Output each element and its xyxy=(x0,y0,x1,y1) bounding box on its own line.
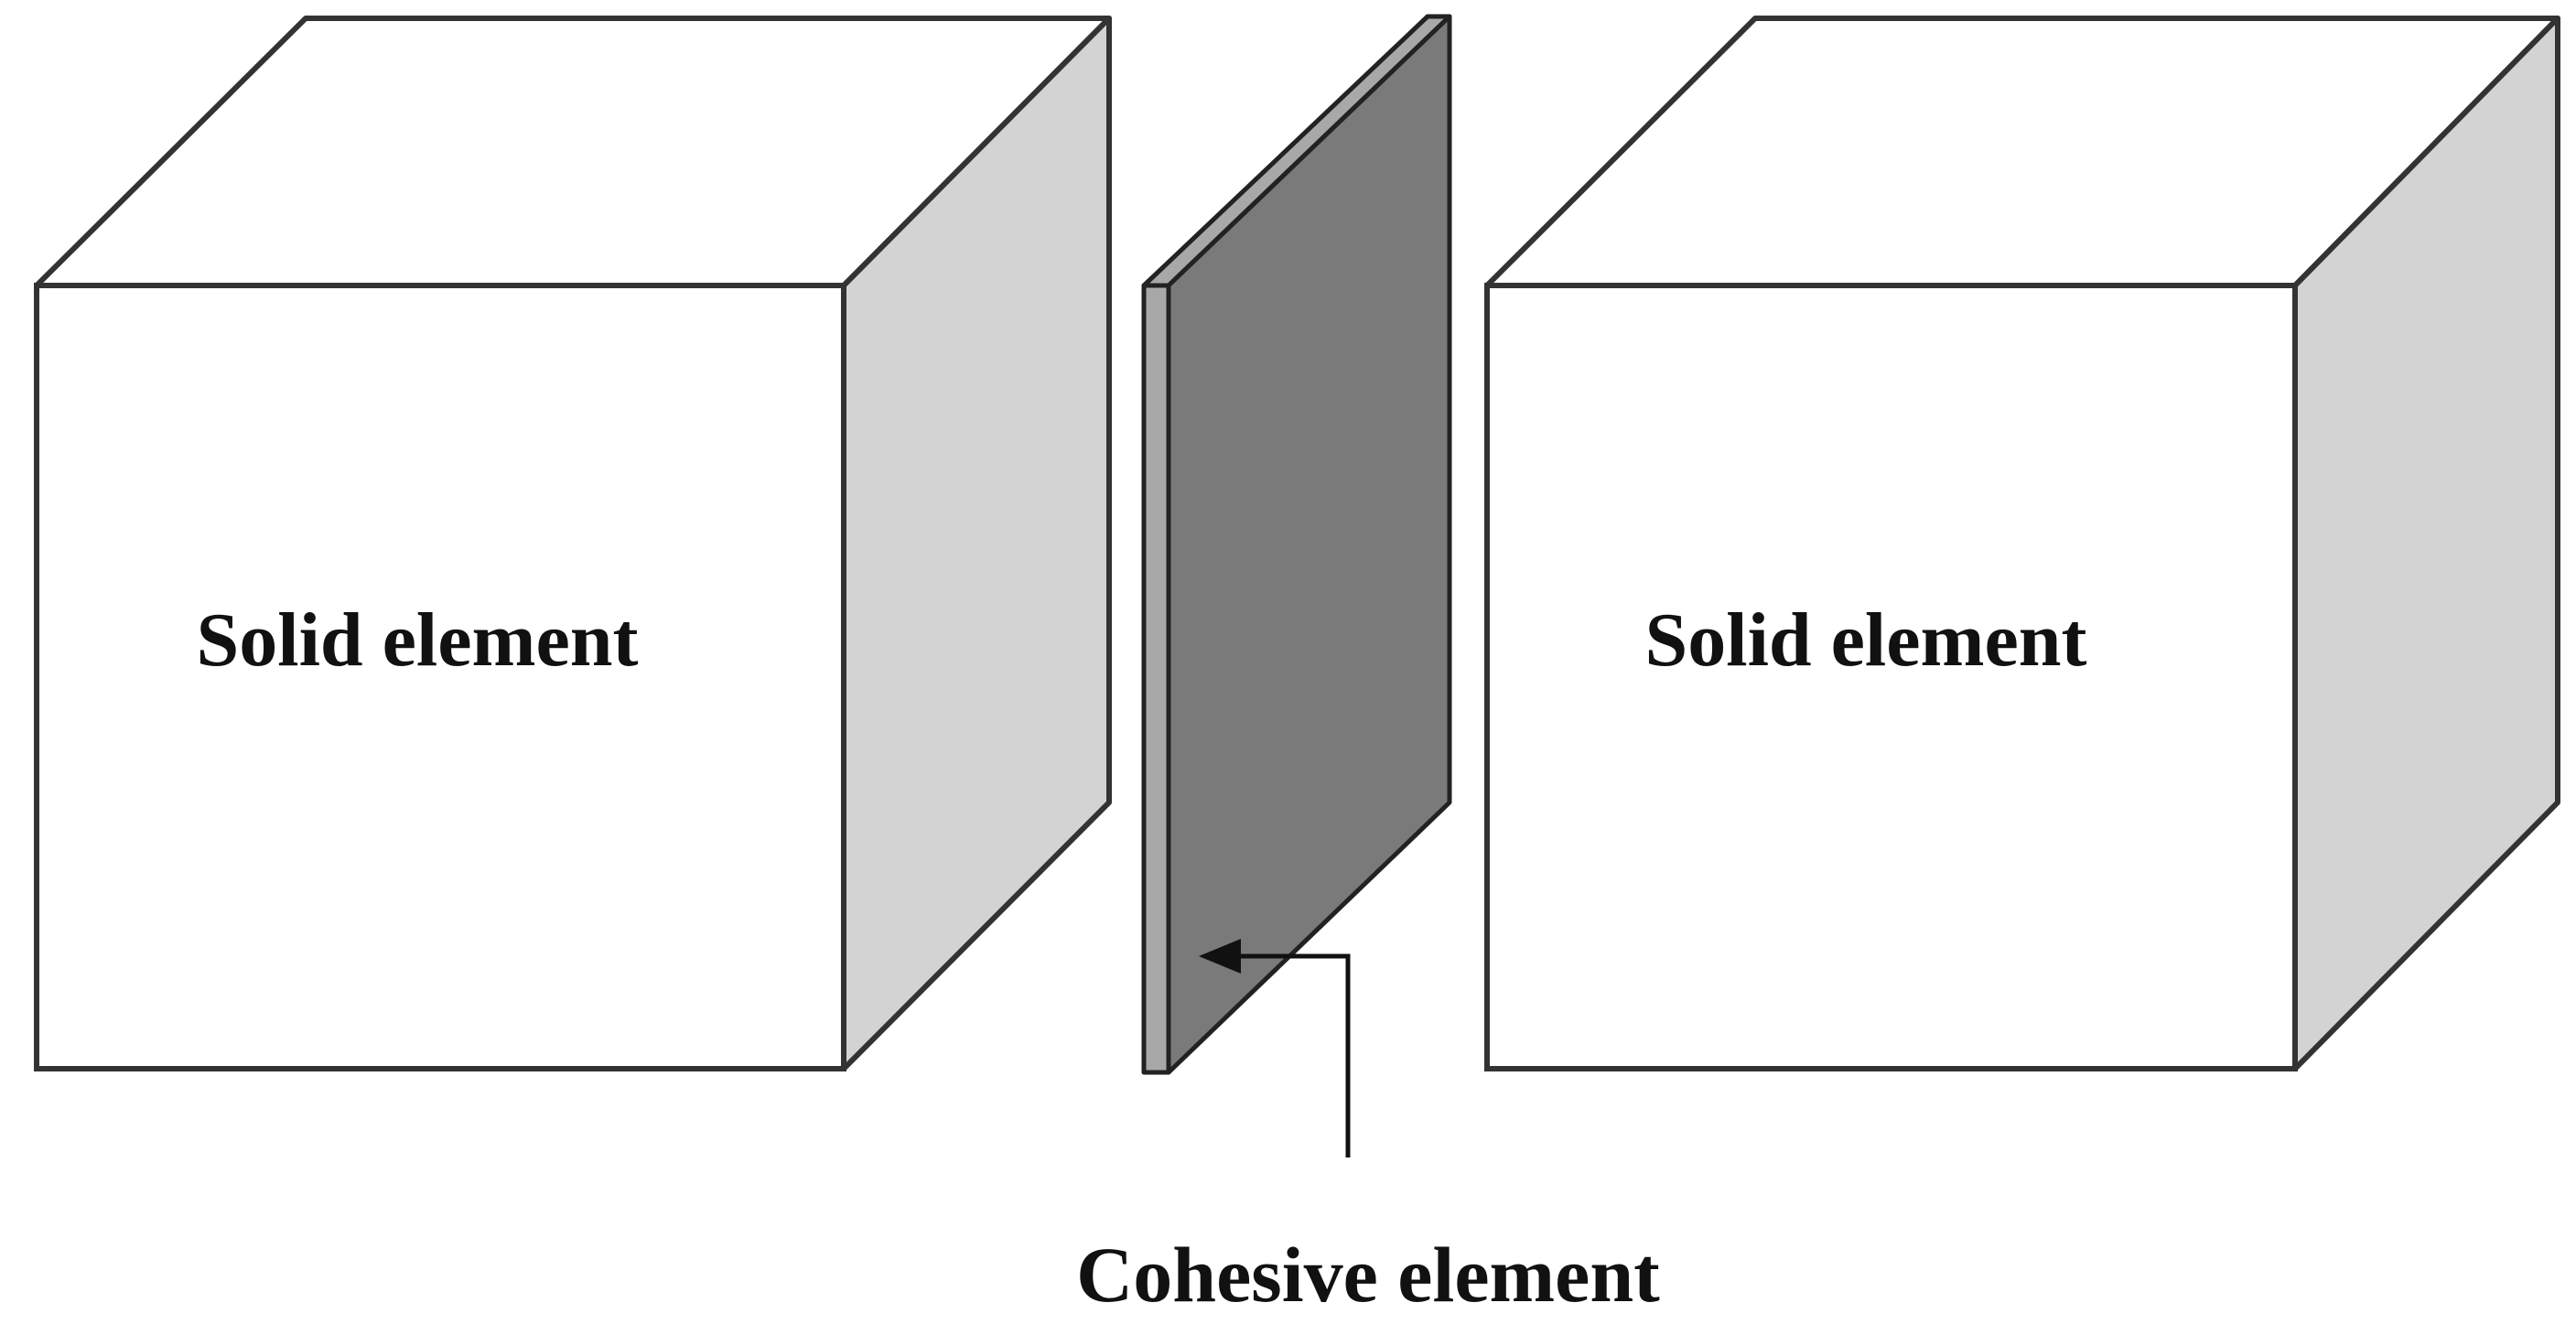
left-solid-label: Solid element xyxy=(197,598,639,683)
cohesive-left-edge xyxy=(1141,283,1171,1075)
cohesive-element-label: Cohesive element xyxy=(1076,1231,1660,1319)
arrow-shaft xyxy=(1231,953,1351,1157)
arrow-head xyxy=(1199,939,1241,974)
right-solid-front-face xyxy=(1484,283,2298,1071)
cohesive-leader-arrow xyxy=(1199,939,1351,1157)
left-solid-front-face xyxy=(34,283,846,1071)
right-solid-element: Solid element xyxy=(1484,16,2560,1071)
left-solid-element: Solid element xyxy=(34,16,1112,1071)
right-solid-label: Solid element xyxy=(1645,598,2087,683)
cohesive-element xyxy=(1141,14,1452,1075)
cohesive-front-face xyxy=(1166,14,1452,1075)
